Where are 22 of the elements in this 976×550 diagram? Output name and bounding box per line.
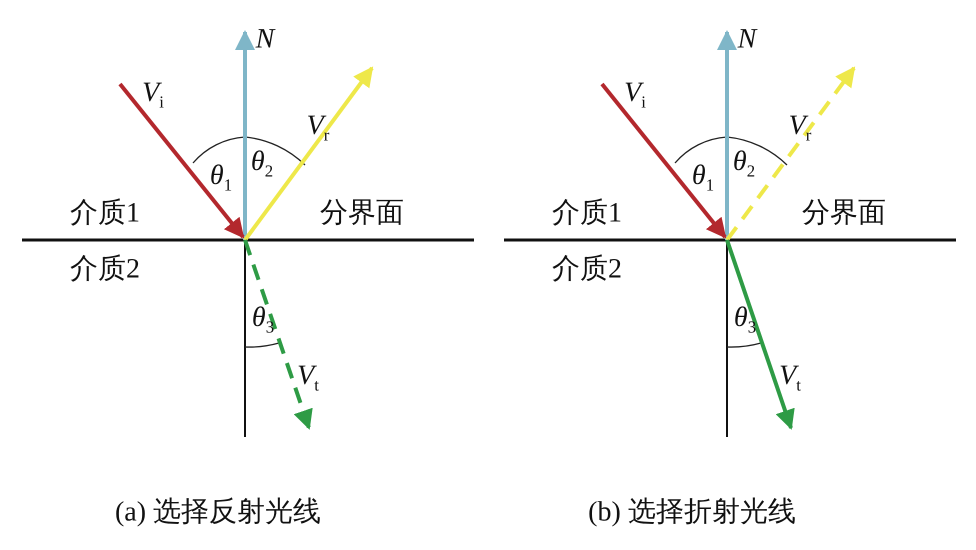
ray-label: V$_{t}$: [297, 360, 319, 396]
angle-label: θ$_{2}$: [732, 146, 756, 182]
angle-label: θ$_{1}$: [692, 160, 714, 196]
medium-label: 介质2: [70, 254, 140, 286]
figure-caption: (a) 选择反射光线: [114, 498, 322, 528]
angle-label: θ$_{1}$: [210, 160, 232, 196]
angle-label: θ$_{3}$: [734, 302, 756, 338]
normal-label: N: [256, 24, 274, 56]
angle-label: θ$_{3}$: [252, 302, 274, 338]
medium-label: 介质1: [70, 198, 140, 230]
ray-label: V$_{t}$: [779, 360, 801, 396]
interface-label: 分界面: [802, 198, 886, 230]
angle-label: θ$_{2}$: [250, 146, 274, 182]
figure-caption: (b) 选择折射光线: [588, 498, 796, 528]
ray-label: V$_{r}$: [306, 110, 330, 146]
interface-label: 分界面: [320, 198, 404, 230]
ray-label: V$_{i}$: [142, 78, 164, 112]
ray-label: V$_{r}$: [788, 110, 812, 146]
ray-label: V$_{i}$: [624, 78, 646, 112]
medium-label: 介质1: [552, 198, 622, 230]
normal-label: N: [738, 24, 756, 56]
medium-label: 介质2: [552, 254, 622, 286]
